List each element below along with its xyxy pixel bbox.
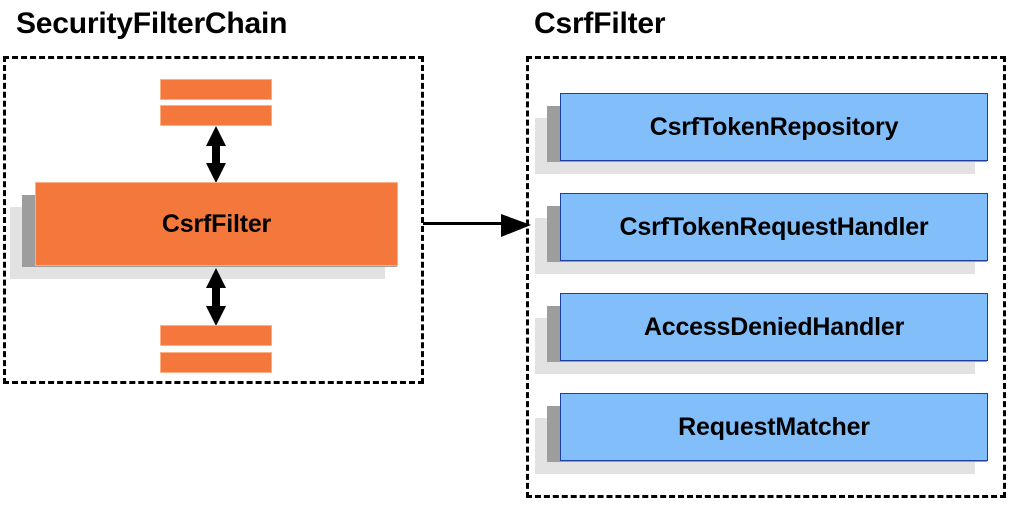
csrf-token-repository-face: CsrfTokenRepository xyxy=(560,93,988,161)
filter-bar-top-2 xyxy=(160,105,272,126)
access-denied-handler-card[interactable]: AccessDeniedHandler xyxy=(535,293,988,374)
csrf-filter-label: CsrfFilter xyxy=(161,209,272,238)
panel-security-filter-chain xyxy=(3,56,424,384)
arrow-chain-up xyxy=(204,126,228,183)
csrf-token-request-handler-card[interactable]: CsrfTokenRequestHandler xyxy=(535,193,988,274)
arrow-chain-down xyxy=(204,268,228,326)
access-denied-handler-label: AccessDeniedHandler xyxy=(643,312,905,341)
csrf-token-request-handler-face: CsrfTokenRequestHandler xyxy=(560,193,988,261)
csrf-filter-face: CsrfFilter xyxy=(35,182,398,266)
filter-bar-bottom-1 xyxy=(160,325,272,346)
access-denied-handler-face: AccessDeniedHandler xyxy=(560,293,988,361)
csrf-filter-card[interactable]: CsrfFilter xyxy=(10,182,398,279)
panel-title-security-filter-chain: SecurityFilterChain xyxy=(16,7,288,40)
filter-bar-top-1 xyxy=(160,79,272,100)
request-matcher-card[interactable]: RequestMatcher xyxy=(535,393,988,474)
filter-bar-bottom-2 xyxy=(160,352,272,373)
csrf-token-repository-label: CsrfTokenRepository xyxy=(649,112,899,141)
csrf-token-repository-card[interactable]: CsrfTokenRepository xyxy=(535,93,988,174)
arrow-expand xyxy=(423,214,531,238)
request-matcher-face: RequestMatcher xyxy=(560,393,988,461)
request-matcher-label: RequestMatcher xyxy=(678,412,870,441)
panel-title-csrf-filter: CsrfFilter xyxy=(534,7,666,40)
panel-csrf-filter xyxy=(526,56,1006,498)
csrf-token-request-handler-label: CsrfTokenRequestHandler xyxy=(619,212,929,241)
